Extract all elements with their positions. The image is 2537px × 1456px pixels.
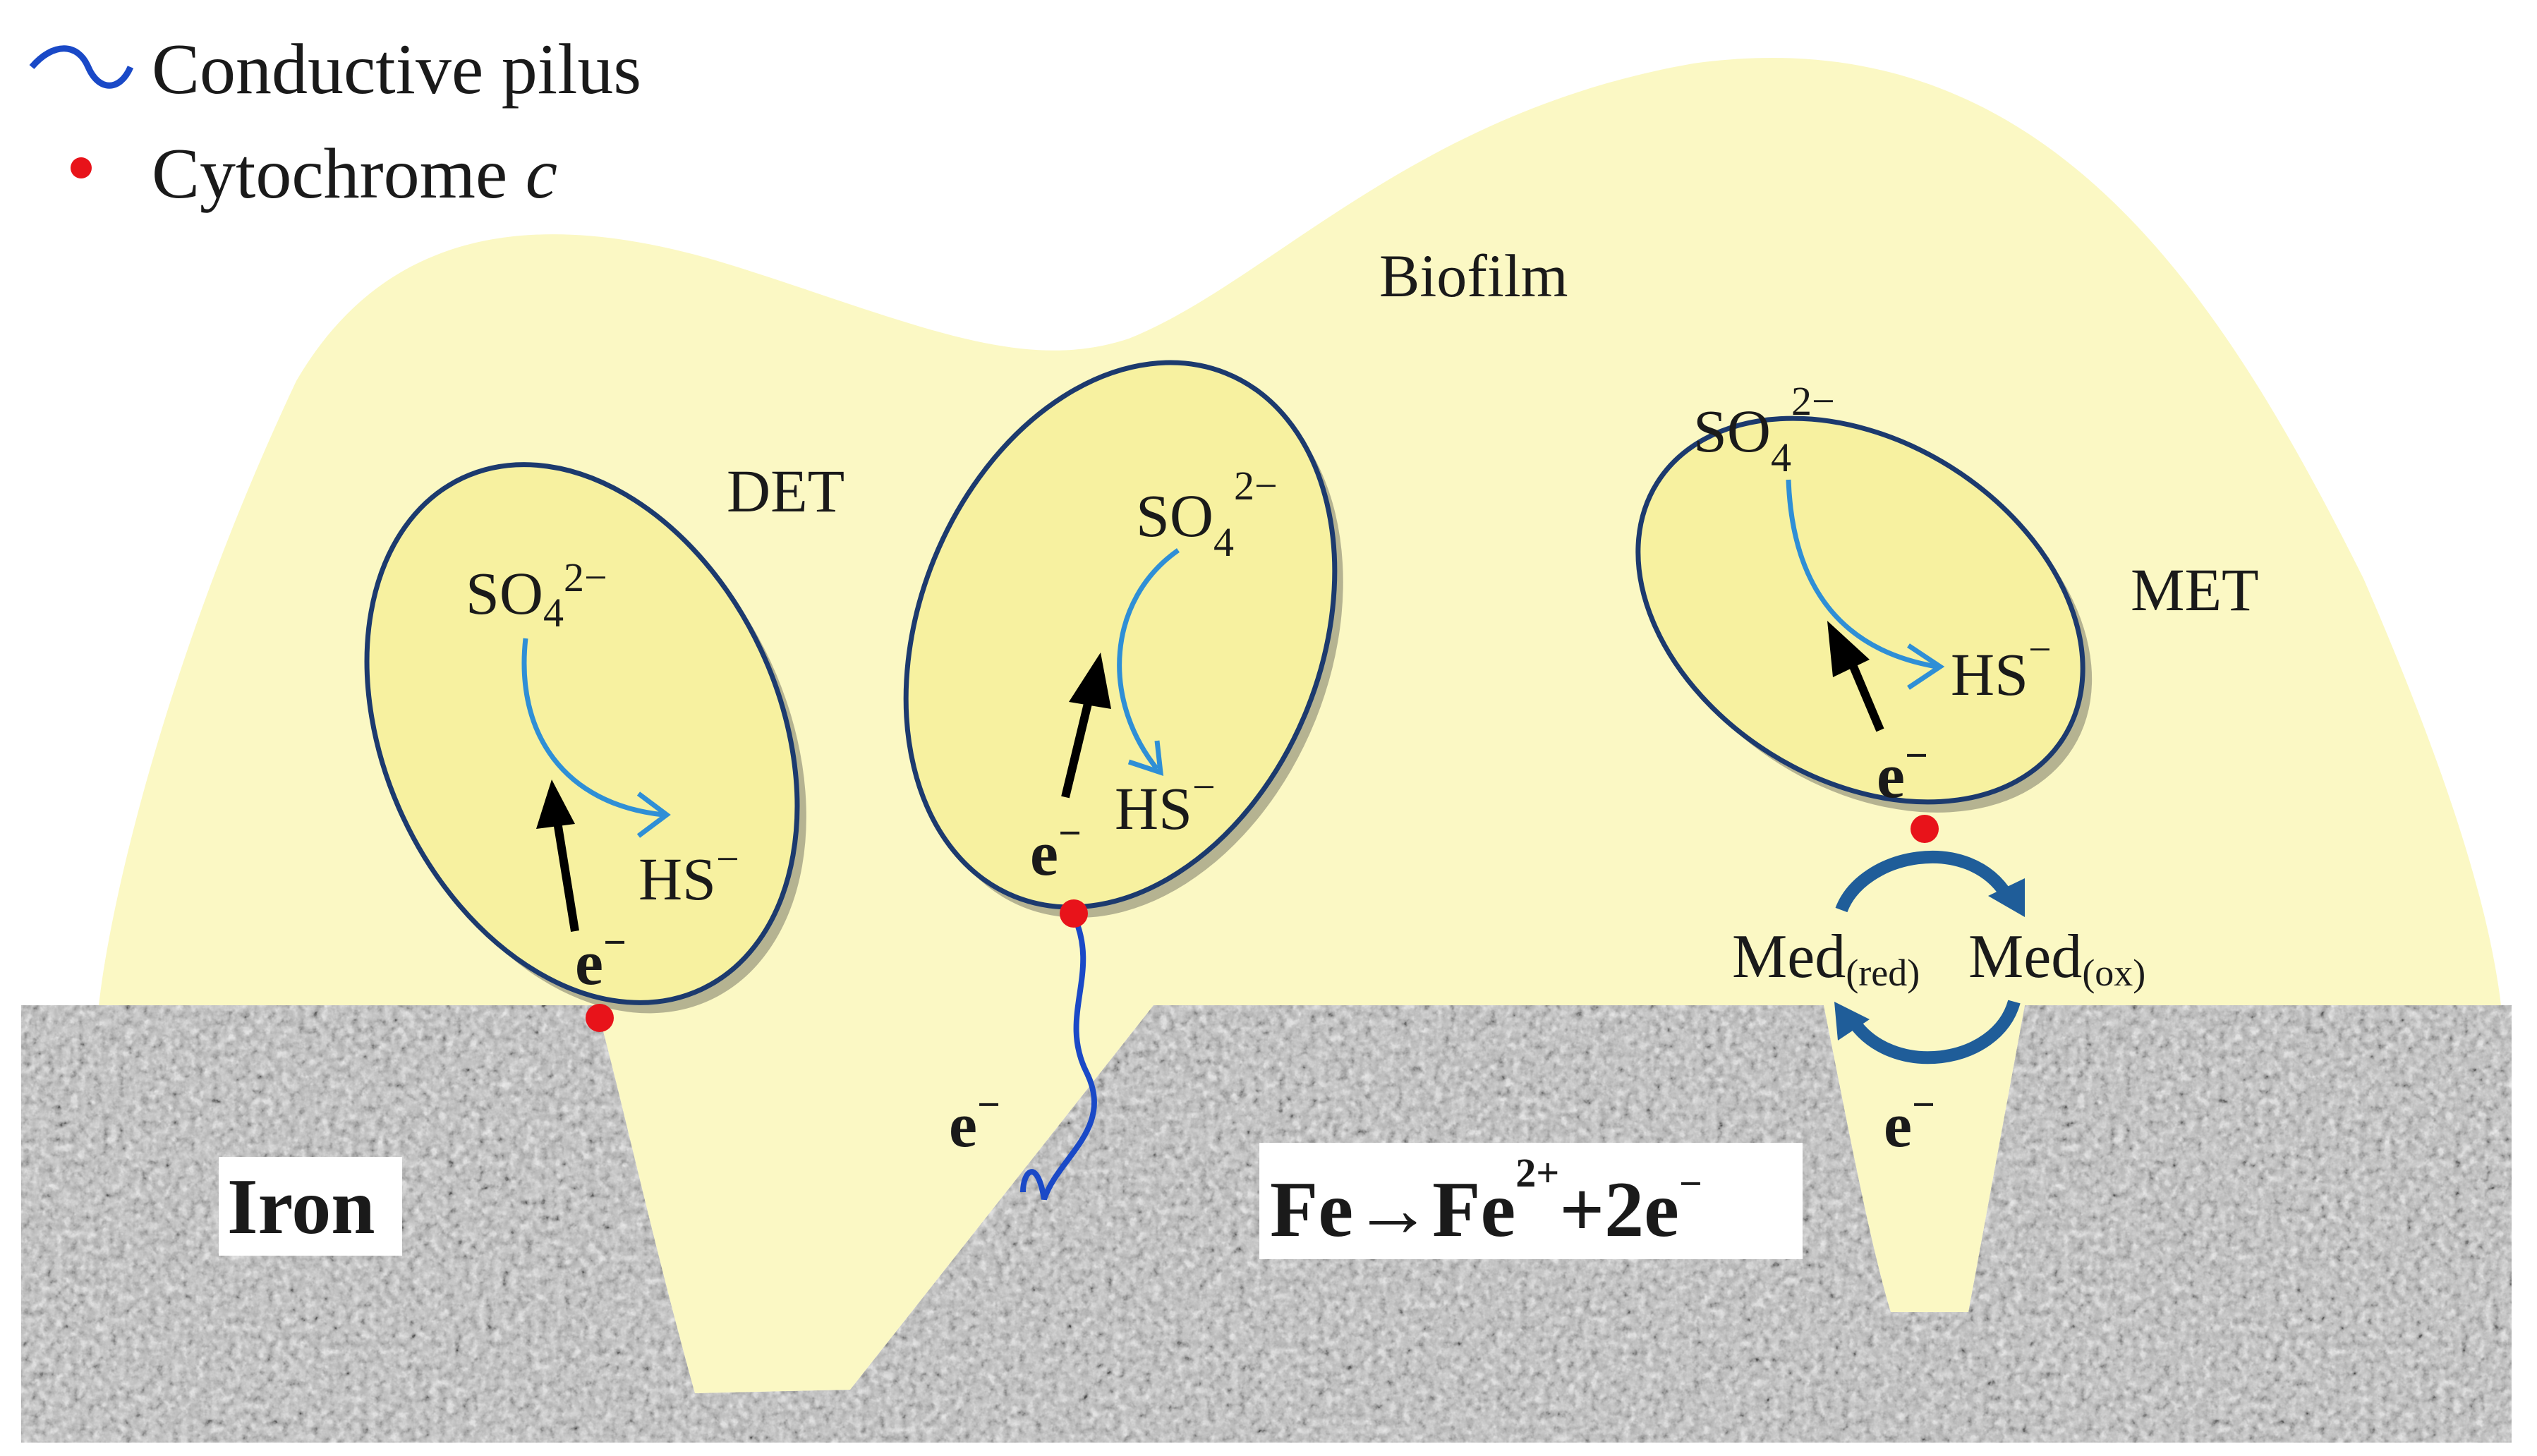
reduction-arrow bbox=[521, 638, 664, 818]
cycle-arrow-bottom bbox=[1846, 1000, 2021, 1064]
cycle-arrow-top bbox=[1835, 850, 2013, 913]
electron-arrow bbox=[553, 821, 579, 932]
electron-arrowhead bbox=[536, 779, 575, 829]
med-red-label: Med(red) bbox=[1732, 923, 1920, 994]
cell-body bbox=[364, 462, 800, 1005]
electron-label-met: e− bbox=[1884, 1081, 1935, 1160]
pit-right bbox=[1824, 1005, 2025, 1312]
so4-label: SO42− bbox=[466, 554, 607, 636]
cytochrome-dot bbox=[1911, 815, 1939, 843]
cell-met: SO42− HS− e− bbox=[1635, 378, 2093, 843]
so4-label: SO42− bbox=[1693, 378, 1835, 480]
reduction-arrow bbox=[1117, 548, 1180, 771]
reaction-box: Fe→Fe2++2e− bbox=[1259, 1143, 1803, 1259]
legend: Conductive pilus Cytochrome c bbox=[29, 30, 641, 214]
hs-label: HS− bbox=[638, 836, 739, 913]
biofilm-label: Biofilm bbox=[1379, 242, 1568, 310]
cell-det-pilus: SO42− HS− e− bbox=[903, 360, 1343, 1201]
pit-left bbox=[596, 1005, 1154, 1393]
cytochrome-dot bbox=[586, 1004, 614, 1032]
electron-label: e− bbox=[1877, 732, 1928, 811]
electron-arrowhead bbox=[1069, 653, 1111, 709]
wave-line-icon bbox=[29, 45, 134, 89]
iron-label-box: Iron bbox=[219, 1157, 402, 1256]
legend-cytochrome-label: Cytochrome c bbox=[152, 134, 557, 214]
cytochrome-dot bbox=[1060, 899, 1088, 928]
conductive-pilus bbox=[1020, 914, 1098, 1201]
cell-body bbox=[1635, 415, 2085, 805]
legend-pilus-label: Conductive pilus bbox=[152, 30, 641, 109]
electron-label: e− bbox=[575, 919, 626, 998]
so4-label: SO42− bbox=[1136, 463, 1278, 565]
cycle-arrowhead-top bbox=[1988, 878, 2025, 917]
electron-arrow bbox=[1848, 661, 1884, 732]
reduction-arrowhead bbox=[1907, 643, 1945, 690]
red-dot-icon bbox=[71, 157, 92, 178]
electron-label: e− bbox=[1030, 810, 1082, 889]
cycle-arrowhead-bottom bbox=[1834, 1002, 1870, 1041]
hs-label: HS− bbox=[1115, 764, 1216, 842]
hs-label: HS− bbox=[1951, 626, 2052, 708]
electron-arrow bbox=[1061, 693, 1094, 799]
med-ox-label: Med(ox) bbox=[1968, 923, 2145, 994]
met-label: MET bbox=[2131, 556, 2259, 624]
reaction-equation: Fe→Fe2++2e− bbox=[1270, 1150, 1702, 1254]
cell-det-contact: SO42− HS− e− bbox=[364, 462, 806, 1032]
electron-label-pilus: e− bbox=[949, 1081, 1000, 1160]
iron-label: Iron bbox=[227, 1163, 375, 1251]
electron-arrowhead bbox=[1827, 621, 1870, 677]
reduction-arrowhead bbox=[636, 791, 671, 838]
reduction-arrowhead bbox=[1127, 740, 1164, 777]
reduction-arrow bbox=[1786, 479, 1937, 669]
mediator-cycle: Med(red) Med(ox) e− bbox=[1732, 850, 2145, 1160]
det-label: DET bbox=[727, 457, 844, 525]
